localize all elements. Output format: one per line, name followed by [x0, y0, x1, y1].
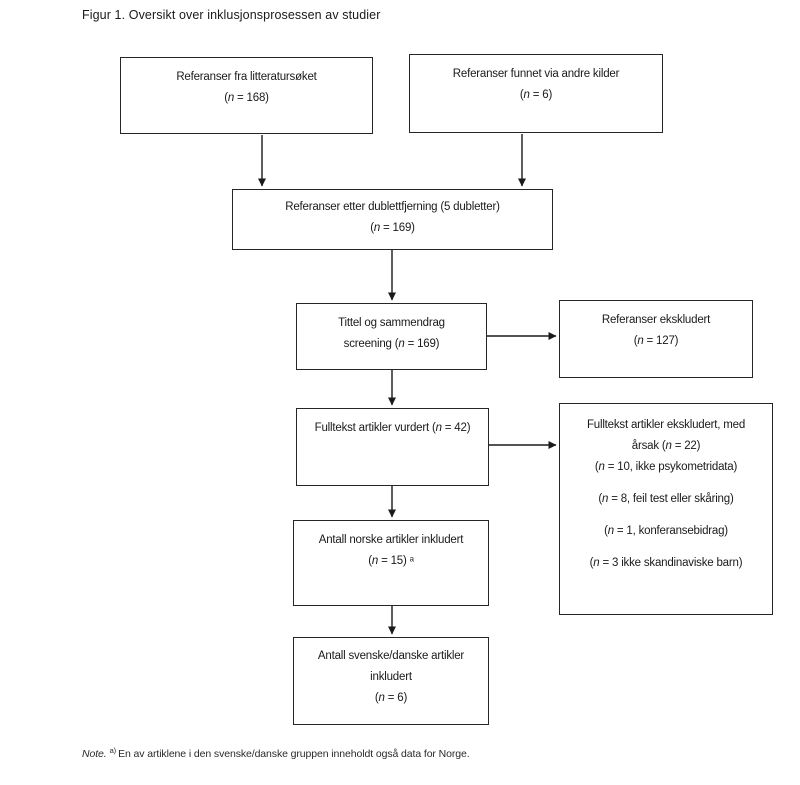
box-line: Referanser ekskludert: [601, 314, 711, 326]
box-swedish-danish-included: Antall svenske/danske artikler inkludert…: [293, 637, 489, 725]
box-references-excluded: Referanser ekskludert (n = 127): [559, 300, 753, 378]
box-line: Fulltekst artikler ekskludert, med: [586, 419, 746, 431]
box-line: (n = 1, konferansebidrag): [604, 525, 728, 537]
box-line: Antall svenske/danske artikler: [317, 650, 465, 662]
box-line: Antall norske artikler inkludert: [318, 534, 464, 546]
note-text: En av artiklene i den svenske/danske gru…: [118, 748, 470, 760]
box-line: Referanser etter dublettfjerning (5 dubl…: [285, 201, 500, 213]
box-count: (n = 6): [519, 89, 553, 101]
box-after-deduplication: Referanser etter dublettfjerning (5 dubl…: [232, 189, 553, 250]
box-count: (n = 6): [374, 692, 408, 704]
box-fulltext-excluded: Fulltekst artikler ekskludert, med årsak…: [559, 403, 773, 615]
box-line: (n = 3 ikke skandinaviske barn): [589, 557, 743, 569]
box-line: inkludert: [370, 671, 412, 683]
figure-title: Figur 1. Oversikt over inklusjonsprosess…: [82, 8, 381, 22]
box-title-abstract-screening: Tittel og sammendrag screening (n = 169): [296, 303, 487, 370]
box-line: Referanser fra litteratursøket: [176, 71, 317, 83]
box-line: (n = 10, ikke psykometridata): [594, 461, 738, 473]
box-line: Referanser funnet via andre kilder: [452, 68, 620, 80]
box-line: Tittel og sammendrag: [338, 317, 445, 329]
box-fulltext-assessed: Fulltekst artikler vurdert (n = 42): [296, 408, 489, 486]
box-line: Fulltekst artikler vurdert (n = 42): [314, 422, 471, 434]
box-count: (n = 168): [224, 92, 269, 104]
figure-note: Note.a)En av artiklene i den svenske/dan…: [82, 745, 470, 760]
box-count: (n = 169): [370, 222, 415, 234]
box-count: (n = 15) ᵃ: [368, 555, 414, 567]
box-other-sources: Referanser funnet via andre kilder (n = …: [409, 54, 663, 133]
box-count: (n = 127): [633, 335, 679, 347]
box-line: (n = 8, feil test eller skåring): [598, 493, 734, 505]
note-prefix: Note.: [82, 748, 107, 760]
box-literature-search: Referanser fra litteratursøket (n = 168): [120, 57, 373, 134]
box-line: årsak (n = 22): [631, 440, 701, 452]
box-count: screening (n = 169): [343, 338, 440, 350]
note-superscript-marker: a): [109, 745, 117, 755]
box-norwegian-included: Antall norske artikler inkludert (n = 15…: [293, 520, 489, 606]
